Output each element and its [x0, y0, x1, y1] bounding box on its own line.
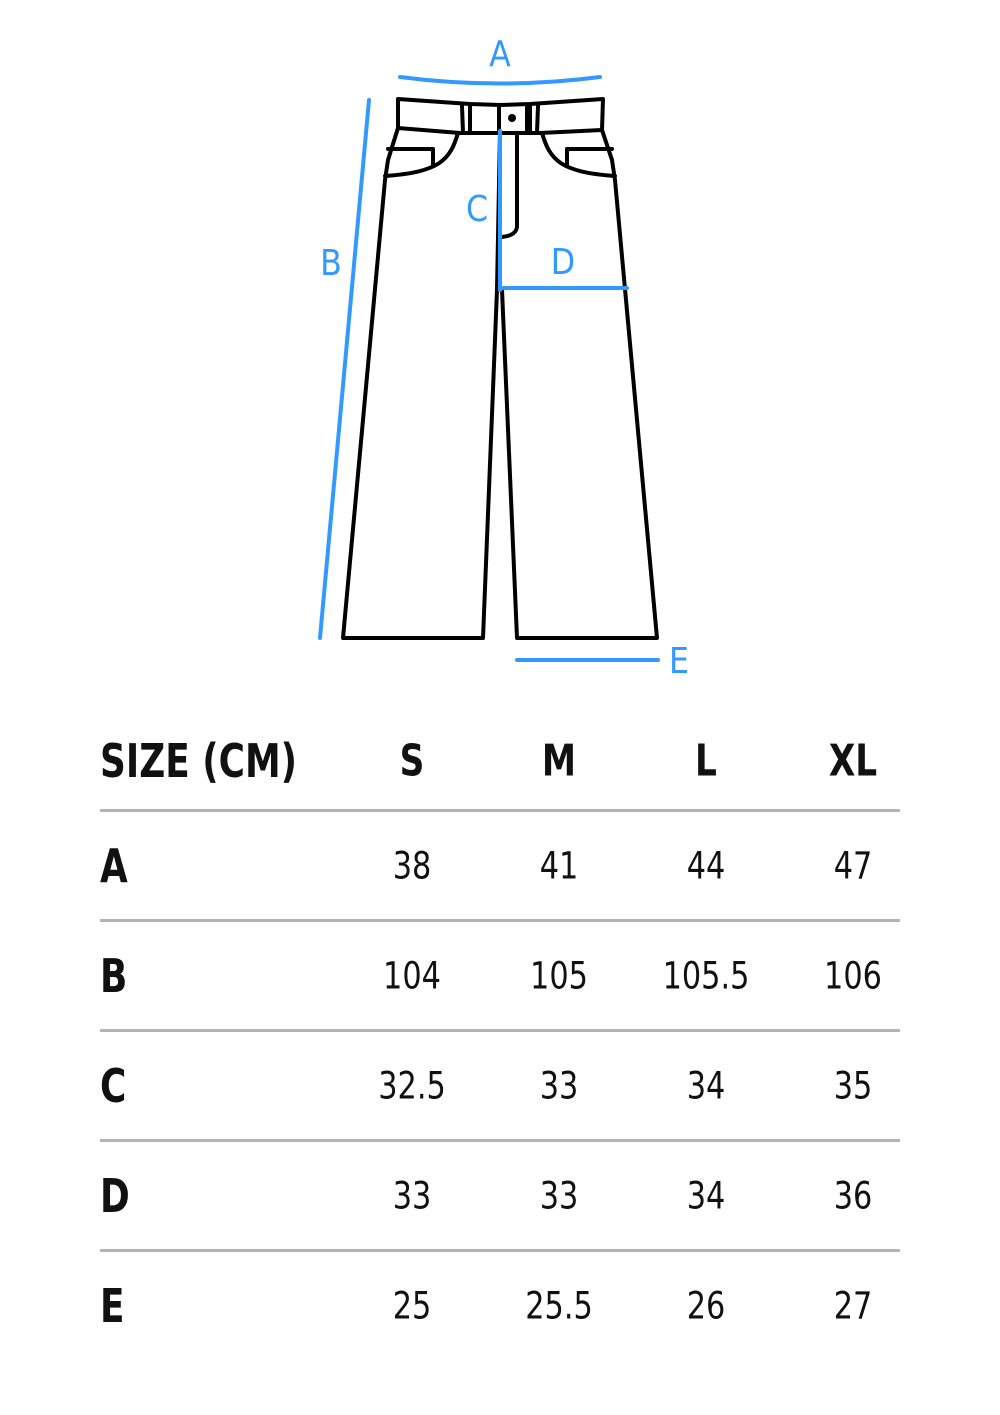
cell-value: 47	[833, 844, 873, 887]
row-label: A	[100, 838, 128, 893]
cell-value: 105.5	[662, 954, 750, 997]
cell-value: 105	[530, 954, 588, 997]
cell-value: 44	[686, 844, 726, 887]
measure-label-c: C	[465, 189, 489, 230]
row-label: E	[100, 1278, 125, 1333]
cell-value: 27	[833, 1284, 873, 1327]
size-header-xl: XL	[828, 735, 878, 786]
cell-value: 106	[824, 954, 882, 997]
size-header-s: S	[399, 735, 425, 786]
size-header-l: L	[695, 735, 717, 786]
size-header-m: M	[541, 735, 577, 786]
cell-value: 33	[392, 1174, 432, 1217]
table-row: D 33 33 34 36	[100, 1142, 900, 1252]
cell-value: 41	[539, 844, 579, 887]
cell-value: 36	[833, 1174, 873, 1217]
table-row: A 38 41 44 47	[100, 812, 900, 922]
row-label: D	[100, 1168, 130, 1223]
cell-value: 26	[686, 1284, 726, 1327]
cell-value: 104	[383, 954, 441, 997]
cell-value: 33	[539, 1064, 579, 1107]
cell-value: 35	[833, 1064, 873, 1107]
pants-outline-icon	[318, 75, 660, 662]
cell-value: 34	[686, 1064, 726, 1107]
table-row: C 32.5 33 34 35	[100, 1032, 900, 1142]
cell-value: 33	[539, 1174, 579, 1217]
cell-value: 32.5	[378, 1064, 446, 1107]
table-header-row: SIZE (CM) S M L XL	[100, 712, 900, 812]
measure-label-b: B	[320, 243, 342, 284]
measure-label-a: A	[489, 34, 511, 75]
table-row: B 104 105 105.5 106	[100, 922, 900, 1032]
size-chart-table: SIZE (CM) S M L XL A 38 41 44 47 B 104 1…	[100, 712, 900, 1359]
measure-label-d: D	[550, 242, 576, 283]
measure-label-e: E	[668, 641, 690, 682]
row-label: C	[100, 1058, 127, 1113]
cell-value: 25	[392, 1284, 432, 1327]
size-unit-header: SIZE (CM)	[100, 733, 298, 788]
table-row: E 25 25.5 26 27	[100, 1252, 900, 1359]
cell-value: 34	[686, 1174, 726, 1217]
cell-value: 25.5	[525, 1284, 593, 1327]
cell-value: 38	[392, 844, 432, 887]
row-label: B	[100, 948, 128, 1003]
pants-measurement-diagram: A B C D E	[0, 0, 1000, 700]
